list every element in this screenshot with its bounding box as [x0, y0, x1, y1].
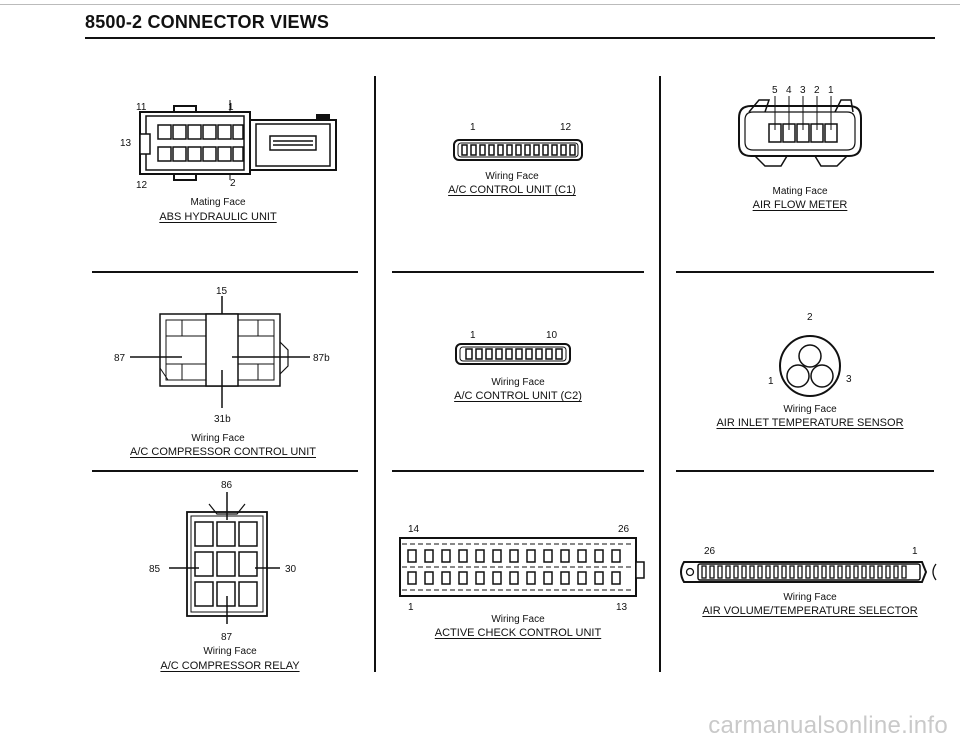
pin-label-2: 2 — [814, 85, 820, 96]
connector-face-label: Wiring Face — [491, 614, 545, 625]
connector-name: AIR VOLUME/TEMPERATURE SELECTOR — [702, 605, 918, 617]
pin-label-11: 11 — [136, 102, 147, 113]
abs-hydraulic-unit-connector-diagram: 11 1 13 12 2 — [120, 100, 337, 191]
pin-label-3: 3 — [846, 374, 852, 385]
connector-name: A/C COMPRESSOR CONTROL UNIT — [130, 446, 316, 458]
row-separator — [676, 271, 934, 273]
pin-label-15: 15 — [216, 286, 228, 297]
connector-name: A/C CONTROL UNIT (C1) — [448, 184, 576, 196]
air-volume-temperature-selector-connector-diagram: 26 1 — [680, 546, 937, 583]
pin-label-12: 12 — [560, 122, 572, 133]
connector-name: A/C COMPRESSOR RELAY — [160, 660, 300, 672]
pin-label-31b: 31b — [214, 414, 231, 425]
row-separator — [92, 271, 358, 273]
connector-face-label: Wiring Face — [783, 592, 837, 603]
pin-label-14: 14 — [408, 524, 420, 535]
pin-label-26: 26 — [704, 546, 716, 557]
connector-name: A/C CONTROL UNIT (C2) — [454, 390, 582, 402]
pin-label-1: 1 — [768, 376, 774, 387]
pin-label-13: 13 — [616, 602, 628, 613]
pin-label-1: 1 — [470, 330, 476, 341]
pin-label-1: 1 — [470, 122, 476, 133]
row-separator — [392, 271, 644, 273]
pin-label-87: 87 — [221, 632, 233, 643]
connector-face-label: Wiring Face — [191, 433, 245, 444]
top-edge-rule — [0, 4, 960, 5]
title-rule — [85, 37, 935, 39]
row-separator — [92, 470, 358, 472]
ac-control-unit-c2-connector-diagram: 1 10 — [455, 330, 571, 365]
row-separator — [392, 470, 644, 472]
pin-label-1: 1 — [912, 546, 918, 557]
pin-label-86: 86 — [221, 480, 233, 491]
pin-label-1: 1 — [828, 85, 834, 96]
connector-face-label: Wiring Face — [203, 646, 257, 657]
row-separator — [676, 470, 934, 472]
connector-face-label: Wiring Face — [783, 404, 837, 415]
air-flow-meter-connector-diagram: 5 4 3 2 1 — [738, 85, 862, 167]
connector-face-label: Wiring Face — [491, 377, 545, 388]
pin-label-5: 5 — [772, 85, 778, 96]
pin-label-2: 2 — [230, 178, 236, 189]
ac-compressor-relay-connector-diagram: 86 85 30 87 — [149, 480, 297, 643]
pin-label-12: 12 — [136, 180, 148, 191]
pin-label-26: 26 — [618, 524, 630, 535]
pin-label-2: 2 — [807, 312, 813, 323]
pin-label-87b: 87b — [313, 353, 330, 364]
pin-label-1: 1 — [408, 602, 414, 613]
pin-label-3: 3 — [800, 85, 806, 96]
ac-compressor-control-unit-connector-diagram: 15 87 87b 31b — [114, 286, 330, 425]
column-divider-left — [374, 76, 376, 672]
pin-label-85: 85 — [149, 564, 161, 575]
connector-face-label: Mating Face — [772, 186, 828, 197]
connector-name: AIR FLOW METER — [752, 199, 848, 211]
connector-name: AIR INLET TEMPERATURE SENSOR — [716, 417, 904, 429]
ac-control-unit-c1-connector-diagram: 1 12 — [453, 122, 583, 161]
pin-label-87: 87 — [114, 353, 126, 364]
active-check-control-unit-connector-diagram: 14 26 1 13 — [399, 524, 645, 613]
pin-label-13: 13 — [120, 138, 132, 149]
connector-face-label: Mating Face — [190, 197, 246, 208]
pin-label-4: 4 — [786, 85, 792, 96]
column-divider-right — [659, 76, 661, 672]
connector-name: ACTIVE CHECK CONTROL UNIT — [434, 627, 602, 639]
pin-label-30: 30 — [285, 564, 297, 575]
pin-label-10: 10 — [546, 330, 558, 341]
connector-face-label: Wiring Face — [485, 171, 539, 182]
pin-label-1: 1 — [228, 102, 234, 113]
connector-name: ABS HYDRAULIC UNIT — [159, 211, 277, 223]
watermark: carmanualsonline.info — [708, 712, 948, 739]
page-title: 8500-2 CONNECTOR VIEWS — [85, 12, 330, 32]
air-inlet-temperature-sensor-connector-diagram: 2 1 3 — [768, 312, 852, 397]
